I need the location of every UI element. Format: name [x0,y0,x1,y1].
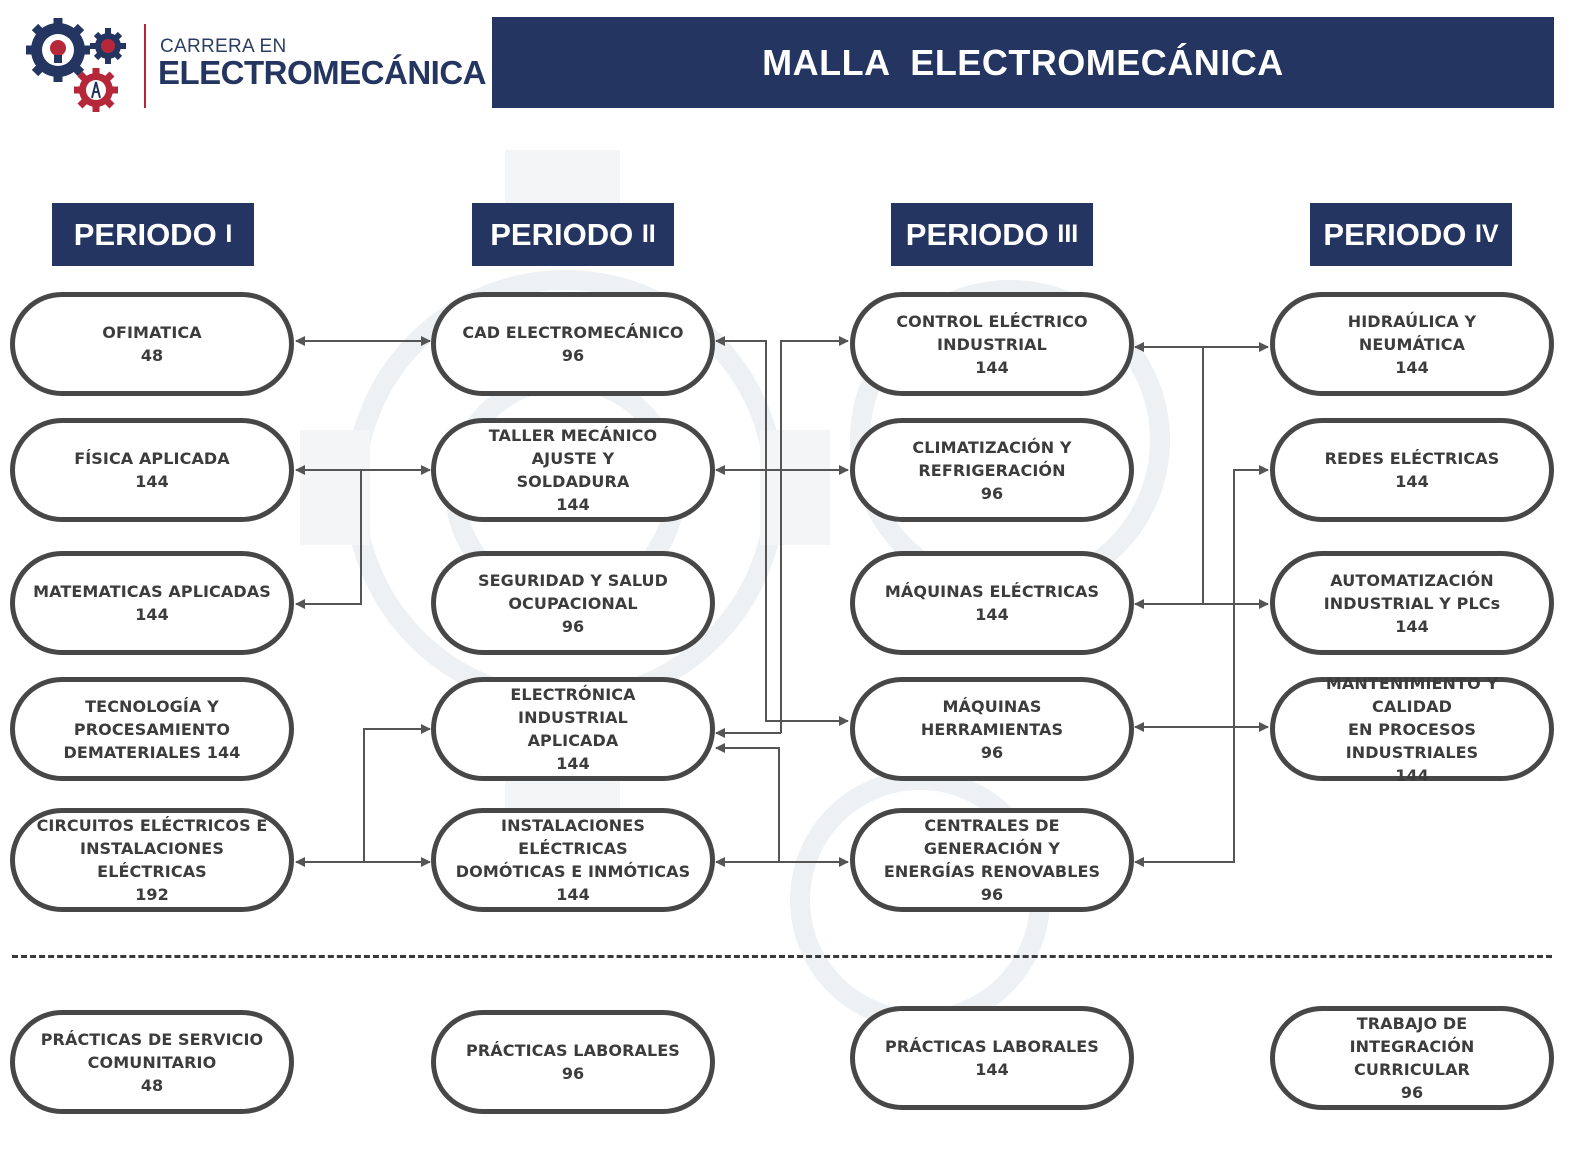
course-name: PRÁCTICAS LABORALES [466,1041,680,1060]
career-logo: CARRERA EN ELECTROMECÁNICA [22,16,487,116]
connector-electronica-centrales [715,743,780,862]
course-electronica-industrial: ELECTRÓNICA INDUSTRIAL APLICADA 144 [431,677,715,781]
course-ofimatica: OFIMATICA 48 [10,292,294,396]
course-name: TECNOLOGÍA Y PROCESAMIENTO DEMATERIALES … [63,696,241,762]
logo-subtitle: CARRERA EN [160,36,287,57]
course-hours: 144 [975,605,1009,624]
course-name: CONTROL ELÉCTRICO INDUSTRIAL [896,311,1088,354]
course-name: TALLER MECÁNICO AJUSTE Y SOLDADURA [488,426,658,491]
course-hours: 144 [975,357,1009,377]
connector-cad-herramientas [715,336,849,726]
course-hours: 96 [561,346,585,365]
course-circuitos-electricos: CIRCUITOS ELÉCTRICOS E INSTALACIONES ELÉ… [10,808,294,912]
connector-centrales-redes [1134,465,1269,867]
connector-control-maquinas-electricas [1134,347,1204,609]
practice-integracion-curricular: TRABAJO DE INTEGRACIÓN CURRICULAR 96 [1270,1006,1554,1110]
course-redes-electricas: REDES ELÉCTRICAS 144 [1270,418,1554,522]
period-header-1: PERIODO I [52,203,254,266]
course-name: HIDRAÚLICA Y NEUMÁTICA [1347,311,1477,354]
course-hours: 144 [1395,765,1429,785]
connector-matematicas-taller [295,470,362,609]
period-numeral: I [225,220,233,248]
course-hours: 144 [135,605,169,624]
course-maquinas-herramientas: MÁQUINAS HERRAMIENTAS 96 [850,677,1134,781]
course-name: AUTOMATIZACIÓN INDUSTRIAL Y PLCs [1323,570,1501,613]
course-name: CAD ELECTROMECÁNICO [462,323,684,342]
course-maquinas-electricas: MÁQUINAS ELÉCTRICAS 144 [850,551,1134,655]
course-hours: 96 [561,1064,585,1083]
gears-logo-icon [26,18,126,112]
logo-divider [144,24,146,108]
course-hours: 144 [1395,357,1429,377]
course-automatizacion-plcs: AUTOMATIZACIÓN INDUSTRIAL Y PLCs 144 [1270,551,1554,655]
period-numeral: II [641,220,656,248]
course-name: CIRCUITOS ELÉCTRICOS E INSTALACIONES ELÉ… [36,816,268,881]
course-seguridad-salud: SEGURIDAD Y SALUD OCUPACIONAL 96 [431,551,715,655]
course-name: TRABAJO DE INTEGRACIÓN CURRICULAR [1349,1014,1475,1079]
course-fisica-aplicada: FÍSICA APLICADA 144 [10,418,294,522]
course-control-electrico: CONTROL ELÉCTRICO INDUSTRIAL 144 [850,292,1134,396]
period-header-4: PERIODO IV [1310,203,1512,266]
course-hours: 144 [1395,616,1429,636]
course-name: SEGURIDAD Y SALUD OCUPACIONAL [477,570,669,613]
course-instalaciones-domoticas: INSTALACIONES ELÉCTRICAS DOMÓTICAS E INM… [431,808,715,912]
course-hours: 96 [980,742,1004,762]
course-name: CENTRALES DE GENERACIÓN Y ENERGÍAS RENOV… [883,816,1101,881]
period-label: PERIODO [1323,216,1467,252]
logo-title: ELECTROMECÁNICA [158,54,487,91]
course-matematicas-aplicadas: MATEMATICAS APLICADAS 144 [10,551,294,655]
dashed-separator [12,955,1552,958]
period-numeral: III [1057,220,1079,248]
practice-laborales-2: PRÁCTICAS LABORALES 144 [850,1006,1134,1110]
course-name: MÁQUINAS ELÉCTRICAS [884,582,1100,601]
course-hours: 192 [135,885,169,904]
course-hours: 96 [980,885,1004,904]
connector-cad-control [780,336,849,733]
course-cad-electromecanico: CAD ELECTROMECÁNICO 96 [431,292,715,396]
course-name: REDES ELÉCTRICAS [1324,449,1500,468]
course-name: ELECTRÓNICA INDUSTRIAL APLICADA [510,685,636,750]
period-label: PERIODO [905,216,1049,252]
course-tecnologia-materiales: TECNOLOGÍA Y PROCESAMIENTO DEMATERIALES … [10,677,294,781]
practice-laborales-1: PRÁCTICAS LABORALES 96 [431,1010,715,1114]
title-banner: MALLA ELECTROMECÁNICA [492,17,1554,108]
practice-servicio-comunitario: PRÁCTICAS DE SERVICIO COMUNITARIO 48 [10,1010,294,1114]
course-mantenimiento-calidad: MANTENIMIENTO Y CALIDAD EN PROCESOS INDU… [1270,674,1554,785]
connector-circuitos-electronica [363,724,431,862]
period-header-2: PERIODO II [472,203,674,266]
period-label: PERIODO [73,216,217,252]
period-header-3: PERIODO III [891,203,1093,266]
course-hours: 96 [980,483,1004,503]
course-name: PRÁCTICAS LABORALES [885,1037,1099,1056]
course-hours: 144 [1395,472,1429,491]
course-name: PRÁCTICAS DE SERVICIO COMUNITARIO [40,1029,264,1072]
course-hours: 144 [135,472,169,491]
course-taller-mecanico: TALLER MECÁNICO AJUSTE Y SOLDADURA 144 [431,418,715,522]
period-numeral: IV [1474,220,1499,248]
course-name: CLIMATIZACIÓN Y REFRIGERACIÓN [912,437,1072,480]
course-hours: 48 [140,1075,164,1095]
course-hours: 144 [975,1060,1009,1079]
course-hidraulica-neumatica: HIDRAÚLICA Y NEUMÁTICA 144 [1270,292,1554,396]
course-name: INSTALACIONES ELÉCTRICAS DOMÓTICAS E INM… [455,816,691,881]
course-hours: 96 [561,616,585,636]
period-label: PERIODO [490,216,634,252]
course-climatizacion: CLIMATIZACIÓN Y REFRIGERACIÓN 96 [850,418,1134,522]
course-name: FÍSICA APLICADA [74,449,230,468]
course-hours: 144 [556,495,590,514]
course-name: MÁQUINAS HERRAMIENTAS [920,696,1064,739]
course-hours: 144 [556,885,590,904]
course-name: MATEMATICAS APLICADAS [33,582,271,601]
course-hours: 48 [140,346,164,365]
course-centrales-generacion: CENTRALES DE GENERACIÓN Y ENERGÍAS RENOV… [850,808,1134,912]
course-name: MANTENIMIENTO Y CALIDAD EN PROCESOS INDU… [1325,673,1499,762]
course-hours: 144 [556,754,590,773]
course-hours: 96 [1400,1083,1424,1102]
course-name: OFIMATICA [102,323,202,342]
page-title: MALLA ELECTROMECÁNICA [762,41,1284,83]
